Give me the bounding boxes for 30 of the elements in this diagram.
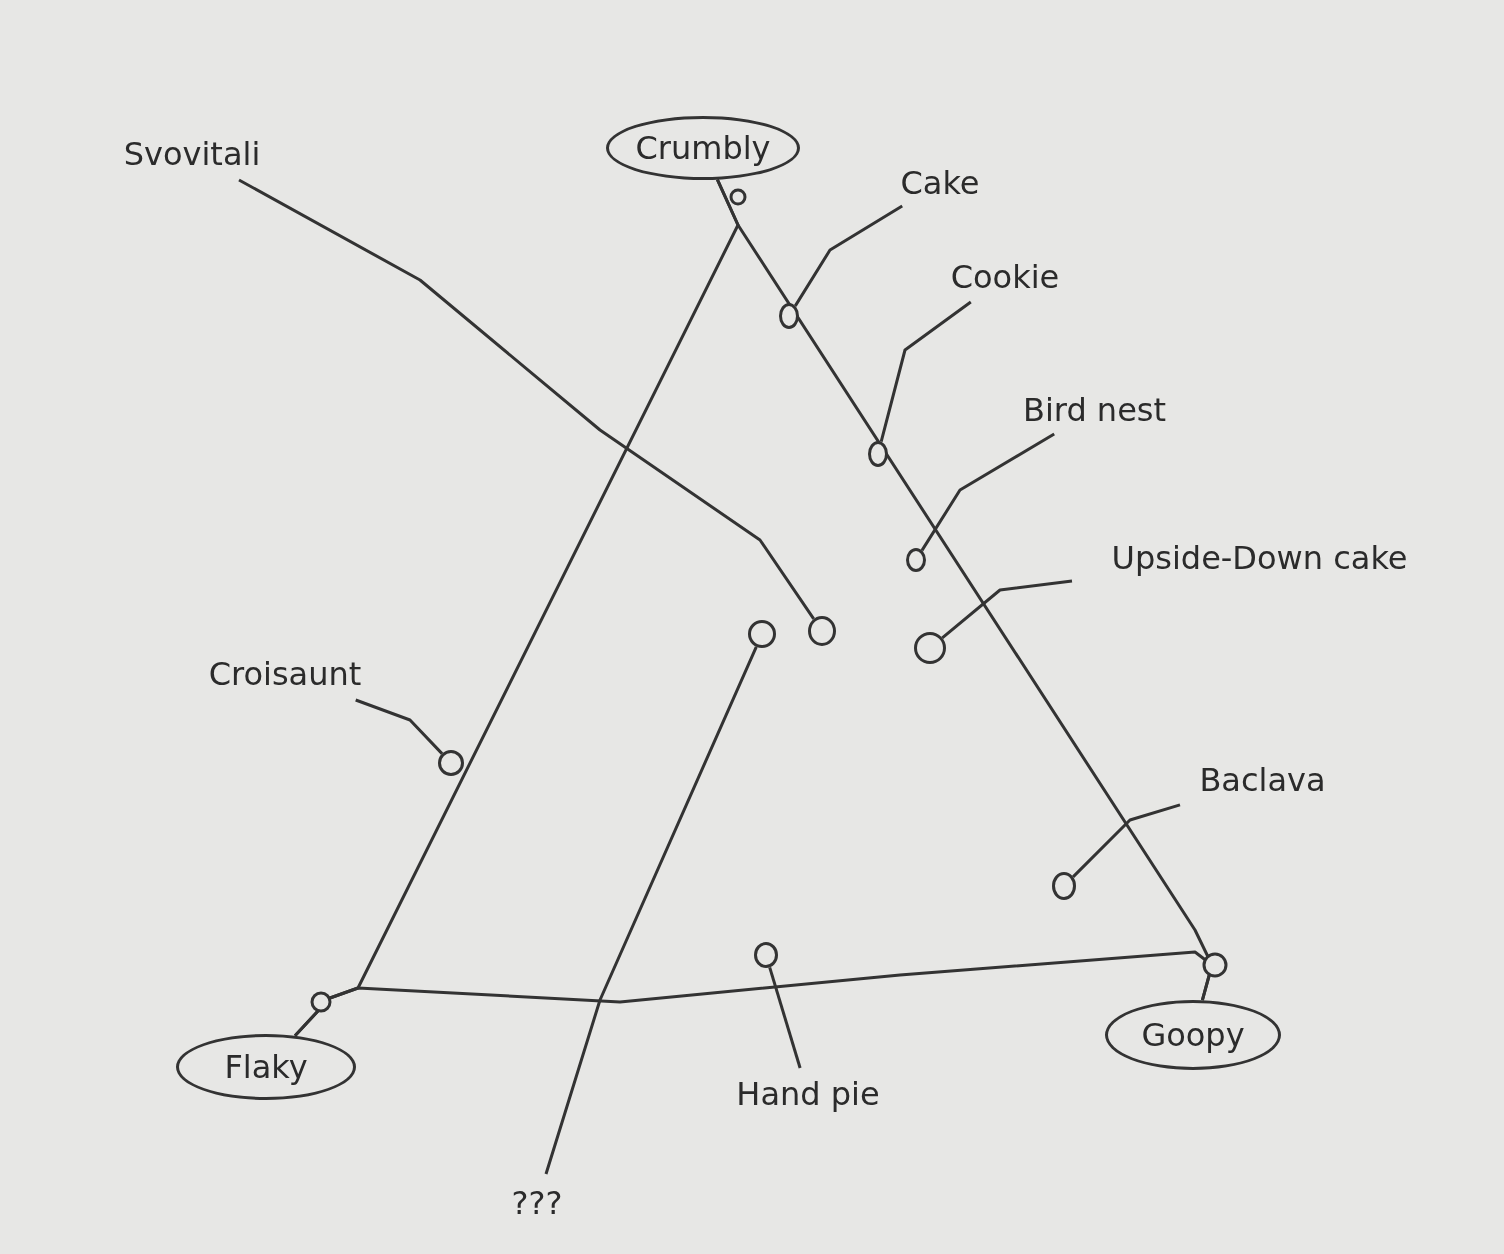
label-text: Bird nest: [1012, 386, 1177, 434]
label-text: Croisaunt: [190, 648, 380, 700]
leader-line: [355, 698, 444, 755]
point-marker: [1052, 872, 1076, 900]
leader-line: [920, 432, 1055, 552]
label-text: Hand pie: [718, 1068, 898, 1120]
point-marker: [868, 441, 888, 467]
point-marker: [438, 750, 464, 776]
category-ellipse: Flaky: [176, 1034, 356, 1100]
leader-line: [238, 178, 815, 620]
point-marker: [914, 632, 946, 664]
label-text: Cake: [880, 160, 1000, 206]
point-marker: [779, 303, 799, 329]
leader-line: [879, 300, 972, 443]
leader-line: [768, 966, 802, 1069]
label-text: ???: [482, 1174, 592, 1232]
category-ellipse: Goopy: [1105, 1000, 1281, 1070]
point-marker: [748, 620, 776, 648]
leader-line: [794, 204, 903, 307]
category-ellipse: Crumbly: [606, 116, 800, 180]
label-text: Upside-Down cake: [1072, 532, 1447, 584]
point-marker: [754, 942, 778, 968]
label-text: Cookie: [930, 252, 1080, 302]
leader-line: [1072, 803, 1181, 878]
leader-line: [544, 646, 758, 1175]
leader-line: [941, 579, 1073, 639]
label-text: Baclava: [1180, 754, 1345, 806]
point-marker: [808, 616, 836, 646]
label-text: Svovitali: [92, 128, 292, 180]
point-marker: [906, 548, 926, 572]
